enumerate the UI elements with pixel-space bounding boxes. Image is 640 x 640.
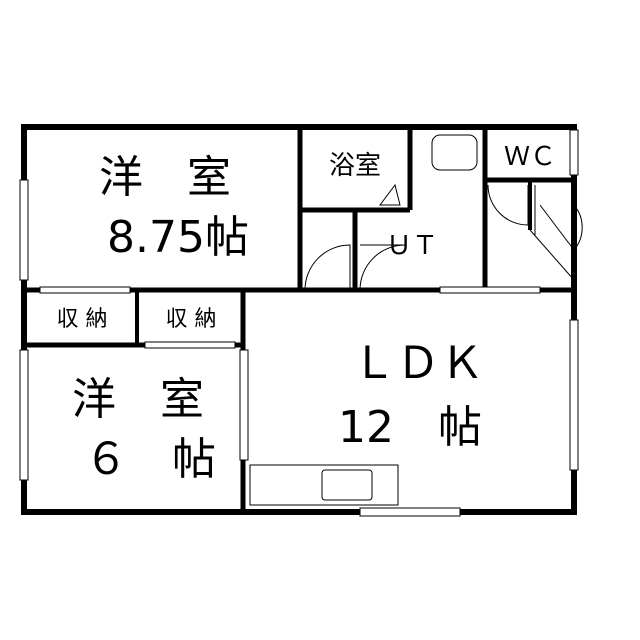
- room-size-western-2: ６ 帖: [84, 434, 216, 485]
- room-name-bath: 浴室: [328, 151, 382, 181]
- stairs-marker: [379, 183, 401, 206]
- door: [539, 204, 583, 251]
- kitchen-counter: [249, 464, 399, 506]
- room-name-western-1: 洋 室: [99, 152, 231, 203]
- door: [304, 244, 351, 291]
- room-name-storage-2: 収 納: [165, 307, 217, 332]
- room-name-ldk: ＬＤＫ: [352, 338, 484, 389]
- window: [569, 129, 579, 176]
- door: [359, 244, 406, 291]
- window: [359, 507, 461, 517]
- room-size-ldk: 12 帖: [338, 402, 482, 453]
- room-name-western-2: 洋 室: [72, 374, 204, 425]
- room-name-utility: ＵＴ: [385, 231, 439, 261]
- door: [487, 184, 529, 226]
- window: [39, 286, 131, 294]
- room-size-western-1: 8.75帖: [107, 212, 249, 263]
- window: [19, 179, 29, 281]
- window: [144, 341, 236, 349]
- window: [19, 349, 29, 481]
- window: [439, 286, 541, 294]
- washbasin: [431, 134, 478, 171]
- sink: [321, 469, 373, 501]
- closet-door: [239, 349, 249, 461]
- wall-diagonal: [529, 229, 575, 281]
- room-name-toilet: ＷＣ: [503, 142, 557, 172]
- room-name-storage-1: 収 納: [56, 307, 108, 332]
- window: [569, 319, 579, 471]
